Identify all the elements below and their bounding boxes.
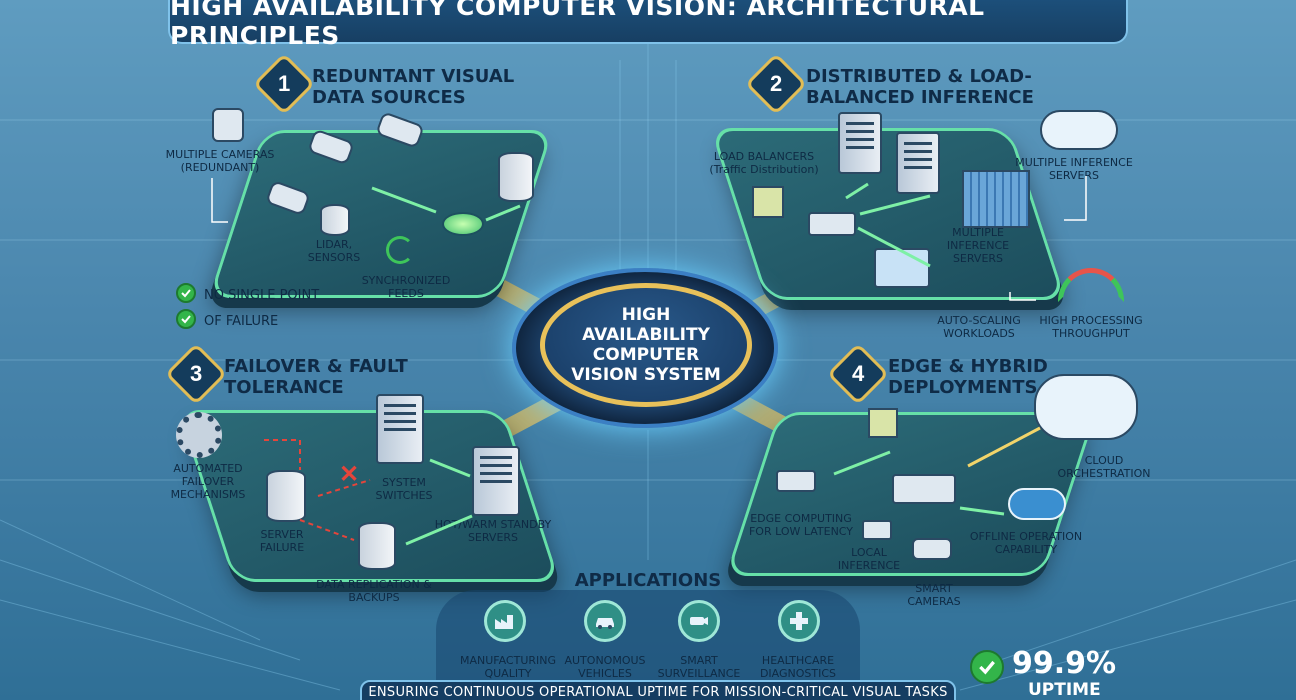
database-icon: [498, 152, 534, 202]
label-lidar-sensors: LIDAR, SENSORS: [307, 238, 361, 264]
hub-label: HIGH AVAILABILITY COMPUTER VISION SYSTEM: [571, 305, 721, 385]
label-synchronized-feeds: SYNCHRONIZED FEEDS: [361, 274, 451, 300]
edge-box-icon: [868, 408, 898, 438]
applications-heading: APPLICATIONS: [574, 570, 722, 591]
cloud-box-icon: [874, 248, 930, 288]
label-high-throughput: HIGH PROCESSING THROUGHPUT: [1039, 314, 1143, 340]
label-system-switches: SYSTEM SWITCHES: [375, 476, 433, 502]
uptime-label: UPTIME: [1028, 680, 1101, 700]
label-auto-scaling: AUTO-SCALING WORKLOADS: [937, 314, 1021, 340]
label-multiple-inference-servers-center: MULTIPLE INFERENCE SERVERS: [946, 226, 1010, 265]
smart-camera-icon: [912, 538, 952, 560]
label-offline-operation: OFFLINE OPERATION CAPABILITY: [969, 530, 1083, 556]
failure-x-icon: ✕: [338, 461, 360, 488]
wifi-router-icon: [776, 470, 816, 492]
webcam-icon: [212, 108, 244, 142]
footer-banner: ENSURING CONTINUOUS OPERATIONAL UPTIME F…: [360, 680, 956, 700]
sync-hub-icon: [442, 212, 484, 236]
label-edge-computing: EDGE COMPUTING FOR LOW LATENCY: [748, 512, 854, 538]
label-smart-cameras: SMART CAMERAS: [907, 582, 961, 608]
label-load-balancers: LOAD BALANCERS: [713, 150, 815, 163]
label-standby-servers: HOT/WARM STANDBY SERVERS: [434, 518, 552, 544]
section-3-title: FAILOVER & FAULT TOLERANCE: [224, 356, 408, 398]
factory-icon: [484, 600, 526, 642]
section-4-title: EDGE & HYBRID DEPLOYMENTS: [888, 356, 1048, 398]
check-icon: [176, 283, 196, 303]
server-rack-icon: [896, 132, 940, 194]
title-banner: HIGH AVAILABILITY COMPUTER VISION: ARCHI…: [168, 0, 1128, 50]
load-balancer-switch-icon: [808, 212, 856, 236]
label-automated-failover: AUTOMATED FAILOVER MECHANISMS: [170, 462, 246, 501]
cloud-datacenter-icon: [1034, 374, 1138, 440]
section-1-title: REDUNTANT VISUAL DATA SOURCES: [312, 66, 515, 108]
cloud-check-icon: [1008, 488, 1066, 520]
uptime-value: 99.9%: [1012, 646, 1117, 681]
server-rack-icon: [376, 394, 424, 464]
app-label-autonomous: AUTONOMOUS VEHICLES: [564, 654, 646, 680]
failed-server-icon: [266, 470, 306, 522]
sync-arrows-icon: [386, 236, 414, 264]
label-cloud-orchestration: CLOUD ORCHESTRATION: [1057, 454, 1151, 480]
edge-router-icon: [892, 474, 956, 504]
app-label-surveillance: SMART SURVEILLANCE: [657, 654, 741, 680]
gear-box-icon: [752, 186, 784, 218]
backup-database-icon: [358, 522, 396, 570]
uptime-check-icon: [970, 650, 1004, 684]
lidar-sensor-icon: [320, 204, 350, 236]
label-server-failure: SERVER FAILURE: [259, 528, 305, 554]
medical-cross-icon: [778, 600, 820, 642]
gears-icon: [176, 412, 222, 458]
label-traffic-distribution: (Traffic Distribution): [709, 163, 819, 176]
container-cluster-icon: [962, 170, 1030, 228]
label-data-replication: DATA REPLICATION & BACKUPS: [316, 578, 432, 604]
cloud-icon: [1040, 110, 1118, 150]
footer-text: ENSURING CONTINUOUS OPERATIONAL UPTIME F…: [368, 684, 948, 700]
check-label-2: OF FAILURE: [204, 314, 279, 329]
section-2-title: DISTRIBUTED & LOAD-BALANCED INFERENCE: [806, 66, 1034, 108]
local-device-icon: [862, 520, 892, 540]
server-rack-icon: [472, 446, 520, 516]
check-label-1: NO SINGLE POINT: [204, 288, 320, 303]
central-hub: HIGH AVAILABILITY COMPUTER VISION SYSTEM: [540, 283, 752, 407]
label-multiple-cameras: MULTIPLE CAMERAS (REDUNDANT): [165, 148, 275, 174]
check-icon: [176, 309, 196, 329]
camera-icon: [678, 600, 720, 642]
app-label-healthcare: HEALTHCARE DIAGNOSTICS: [759, 654, 837, 680]
car-icon: [584, 600, 626, 642]
server-rack-icon: [838, 112, 882, 174]
page-title: HIGH AVAILABILITY COMPUTER VISION: ARCHI…: [170, 0, 985, 50]
label-local-inference: LOCAL INFERENCE: [837, 546, 901, 572]
